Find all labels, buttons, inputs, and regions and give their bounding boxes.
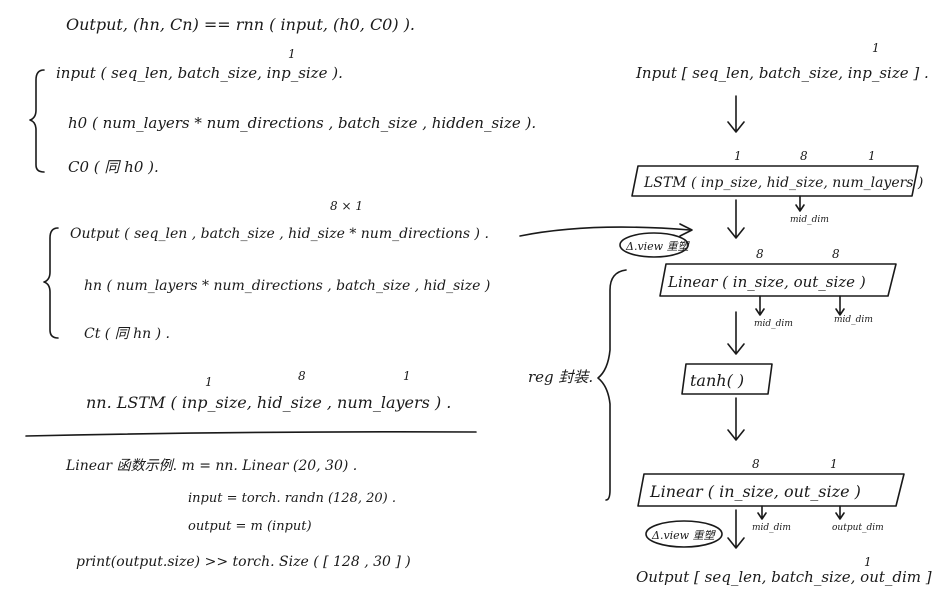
lstm-box-mark-1b: 1: [868, 149, 876, 163]
linear2-mid-arrow-left: [757, 505, 767, 520]
linear2-mid-dim-left: mid_dim: [752, 523, 791, 533]
tanh-label: tanh( ): [690, 371, 744, 390]
lstm-mid-arrow: [795, 195, 805, 212]
linear2-mid-arrow-right: [835, 505, 845, 520]
input-size-mark: 1: [288, 47, 296, 61]
arrow-linear1-to-tanh: [727, 311, 745, 355]
right-output-label: Output [ seq_len, batch_size, out_dim ]: [636, 568, 932, 586]
arrow-linear2-to-output: [727, 509, 745, 549]
hn-shape-line: hn ( num_layers * num_directions , batch…: [84, 278, 490, 294]
arrow-tanh-to-linear2: [727, 397, 745, 441]
linear1-mid-dim-right: mid_dim: [834, 315, 873, 325]
h0-shape-line: h0 ( num_layers * num_directions , batch…: [68, 114, 536, 132]
ct-shape-line: Ct ( 同 hn ) .: [84, 326, 170, 342]
arrow-input-to-lstm: [727, 95, 745, 133]
arrow-lstm-to-linear1: [727, 199, 745, 239]
linear1-mark-out: 8: [832, 247, 840, 261]
linear-example-line1: Linear 函数示例. m = nn. Linear (20, 30) .: [65, 458, 357, 474]
linear-example-line3: output = m (input): [188, 519, 312, 534]
linear2-mark-in: 8: [752, 457, 760, 471]
lstm-box: [631, 165, 919, 197]
input-group-brace: [29, 69, 45, 173]
linear1-mid-arrow-left: [755, 295, 765, 316]
lstm-mark-hid: 8: [298, 369, 306, 383]
lstm-mark-inp: 1: [205, 375, 213, 389]
output-shape-line: Output ( seq_len , batch_size , hid_size…: [70, 226, 489, 242]
right-input-mark: 1: [872, 41, 880, 55]
lstm-box-mark-1: 1: [734, 149, 742, 163]
lstm-box-mark-8: 8: [800, 149, 808, 163]
reg-label: reg 封装.: [528, 368, 593, 386]
view1-label: Δ.view 重塑: [625, 240, 691, 253]
linear2-mark-out: 1: [830, 457, 838, 471]
output-note-8x1: 8 × 1: [330, 199, 363, 213]
lstm-mark-layers: 1: [403, 369, 411, 383]
linear2-label: Linear ( in_size, out_size ): [649, 482, 861, 501]
linear1-mid-arrow-right: [835, 295, 845, 316]
linear1-label: Linear ( in_size, out_size ): [667, 273, 866, 291]
left-output-equation: Output, (hn, Cn) == rnn ( input, (h0, C0…: [66, 15, 415, 34]
input-shape-line: input ( seq_len, batch_size, inp_size ).: [56, 64, 343, 82]
output-group-brace: [43, 227, 59, 339]
view2-label: Δ.view 重塑: [651, 529, 717, 542]
linear-example-line4: print(output.size) >> torch. Size ( [ 12…: [76, 554, 411, 570]
lstm-box-label: LSTM ( inp_size, hid_size, num_layers ): [643, 175, 923, 191]
section-divider: [25, 431, 477, 437]
linear2-mid-dim-right: output_dim: [832, 523, 884, 533]
linear1-mark-in: 8: [756, 247, 764, 261]
linear2-box: [637, 473, 905, 507]
view2-ellipse: [645, 520, 723, 548]
output-to-view-arrow: [519, 226, 691, 237]
right-input-label: Input [ seq_len, batch_size, inp_size ] …: [635, 64, 929, 82]
nn-lstm-line: nn. LSTM ( inp_size, hid_size , num_laye…: [86, 393, 451, 412]
right-output-mark: 1: [864, 555, 872, 569]
view1-ellipse: [619, 232, 689, 258]
reg-brace: [597, 269, 627, 501]
output-to-view-arrowhead: [679, 223, 693, 237]
tanh-box: [681, 363, 773, 395]
linear1-box: [659, 263, 897, 297]
linear1-mid-dim-left: mid_dim: [754, 319, 793, 329]
lstm-mid-dim: mid_dim: [790, 215, 829, 225]
c0-shape-line: C0 ( 同 h0 ).: [68, 158, 159, 176]
linear-example-line2: input = torch. randn (128, 20) .: [188, 491, 396, 506]
